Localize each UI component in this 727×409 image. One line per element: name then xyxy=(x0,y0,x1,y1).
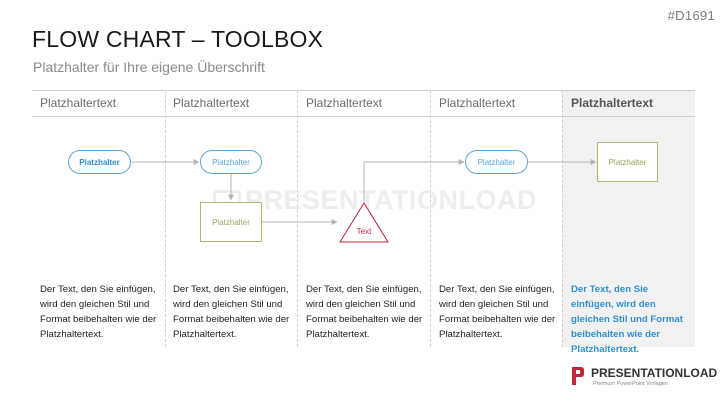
process-box-1: Platzhalter xyxy=(200,202,262,242)
decision-triangle xyxy=(339,202,389,243)
terminal-shape-1: Platzhalter xyxy=(68,150,131,174)
column-header-4: Platzhaltertext xyxy=(439,96,516,110)
column-header-5: Platzhaltertext xyxy=(571,96,654,110)
column-header-3: Platzhaltertext xyxy=(306,96,383,110)
column-separator xyxy=(562,90,563,347)
column-body-3: Der Text, den Sie einfügen, wird den gle… xyxy=(306,284,423,340)
column-body-2: Der Text, den Sie einfügen, wird den gle… xyxy=(173,284,290,340)
column-separator xyxy=(430,90,431,347)
terminal-shape-3: Platzhalter xyxy=(465,150,528,174)
column-body-5: Der Text, den Sie einfügen, wird den gle… xyxy=(571,284,683,355)
process-box-2: Platzhalter xyxy=(597,142,658,182)
presentationload-logo-icon xyxy=(572,367,584,385)
watermark-text: PRESENTATIONLOAD xyxy=(245,185,538,215)
table-header-rule xyxy=(32,116,695,117)
table-top-rule xyxy=(32,90,695,91)
page-subtitle: Platzhalter für Ihre eigene Überschrift xyxy=(33,59,265,75)
connector-decision-to-terminal3 xyxy=(363,159,465,202)
page-title: FLOW CHART – TOOLBOX xyxy=(32,26,324,52)
column-header-2: Platzhaltertext xyxy=(173,96,250,110)
column-header-1: Platzhaltertext xyxy=(40,96,117,110)
column-body-1: Der Text, den Sie einfügen, wird den gle… xyxy=(40,284,157,340)
terminal-shape-2: Platzhalter xyxy=(200,150,262,174)
column-body-4: Der Text, den Sie einfügen, wird den gle… xyxy=(439,284,556,340)
slide-id: #D1691 xyxy=(667,8,715,23)
logo-name: PRESENTATIONLOAD xyxy=(591,366,718,380)
logo-tagline: Premium PowerPoint Vorlagen xyxy=(593,381,668,387)
decision-label: Text xyxy=(356,227,372,236)
column-separator xyxy=(165,90,166,347)
column-separator xyxy=(297,90,298,347)
highlighted-column-background xyxy=(562,90,695,347)
